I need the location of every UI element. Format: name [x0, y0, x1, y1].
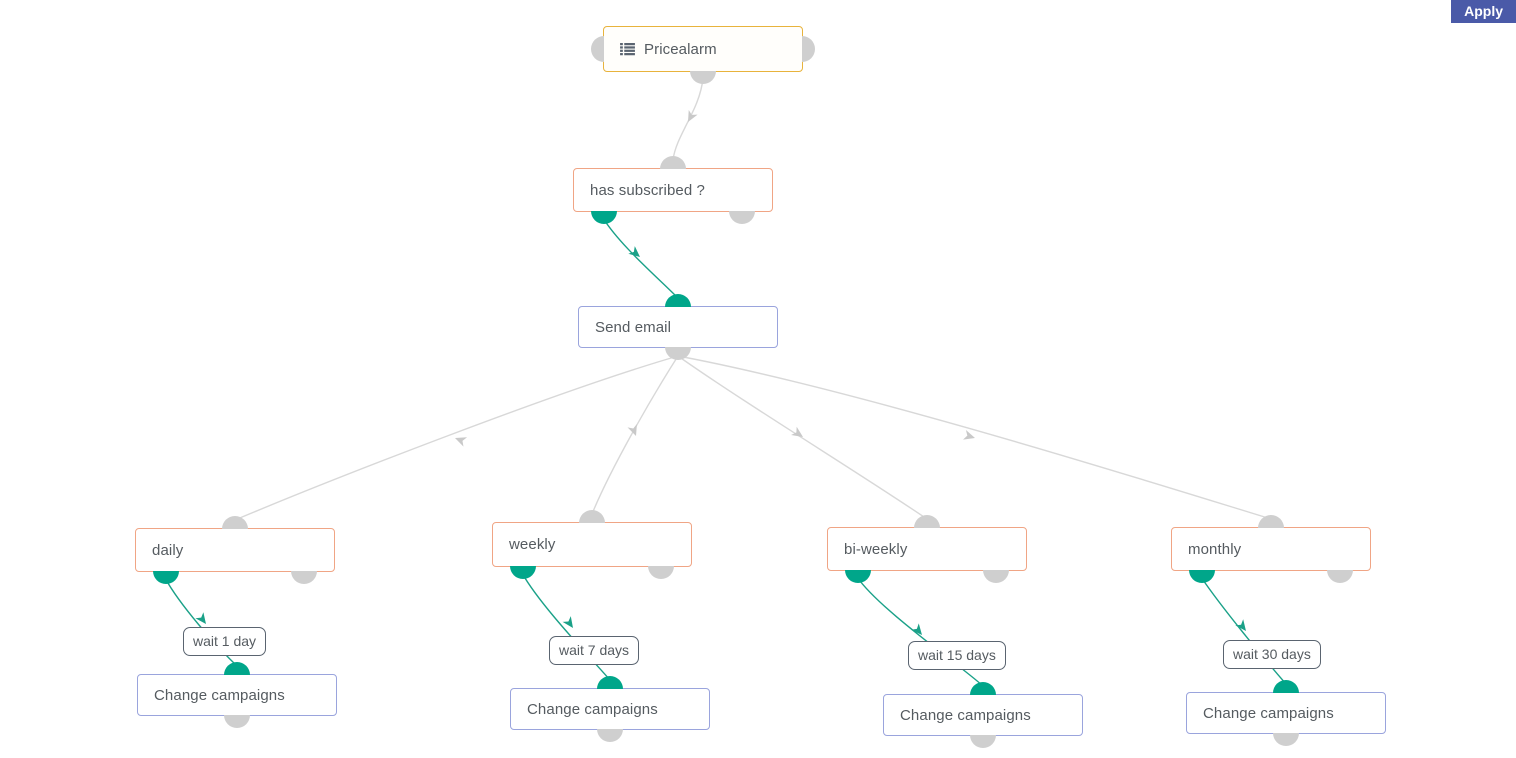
- port-out-true[interactable]: [591, 211, 617, 224]
- port-out-bottom[interactable]: [597, 729, 623, 742]
- apply-button[interactable]: Apply: [1451, 0, 1516, 23]
- port-in-top[interactable]: [665, 294, 691, 307]
- port-out-bottom[interactable]: [970, 735, 996, 748]
- port-in-top[interactable]: [224, 662, 250, 675]
- node-action-send-email[interactable]: Send email: [578, 294, 778, 360]
- port-in-top[interactable]: [222, 516, 248, 529]
- node-label: Change campaigns: [900, 706, 1031, 724]
- port-out-bottom[interactable]: [665, 347, 691, 360]
- edge: [602, 217, 679, 299]
- wait-badge-wait-30-days[interactable]: wait 30 days: [1223, 640, 1321, 669]
- port-out-bottom[interactable]: [1273, 733, 1299, 746]
- node-action-change-campaigns-3[interactable]: Change campaigns: [883, 682, 1083, 748]
- node-condition-has-subscribed[interactable]: has subscribed ?: [573, 156, 773, 224]
- port-in-top[interactable]: [970, 682, 996, 695]
- node-condition-daily[interactable]: daily: [135, 516, 335, 584]
- edge-arrowhead: [791, 426, 803, 437]
- port-in-top[interactable]: [1258, 515, 1284, 528]
- node-label: weekly: [509, 536, 556, 553]
- port-out-true[interactable]: [510, 566, 536, 579]
- edge-arrowhead: [455, 437, 468, 447]
- node-action-change-campaigns-4[interactable]: Change campaigns: [1186, 680, 1386, 746]
- port-in-top[interactable]: [660, 156, 686, 169]
- port-in-top[interactable]: [1273, 680, 1299, 693]
- node-label: Change campaigns: [1203, 704, 1334, 722]
- wait-badge-wait-1-day[interactable]: wait 1 day: [183, 627, 267, 656]
- edge: [677, 355, 928, 520]
- port-right[interactable]: [802, 36, 815, 62]
- port-out-false[interactable]: [983, 570, 1009, 583]
- edge-arrowhead: [911, 623, 922, 635]
- node-action-change-campaigns-2[interactable]: Change campaigns: [510, 676, 710, 742]
- port-out-true[interactable]: [845, 570, 871, 583]
- node-trigger-pricealarm[interactable]: Pricealarm: [591, 26, 815, 84]
- edge-arrowhead: [1235, 619, 1246, 631]
- edge: [591, 355, 679, 515]
- port-out-false[interactable]: [648, 566, 674, 579]
- edge-arrowhead: [195, 612, 206, 624]
- edge-arrowhead: [688, 109, 698, 122]
- edge-arrowhead: [627, 423, 637, 436]
- port-in-top[interactable]: [914, 515, 940, 528]
- edge: [677, 355, 1272, 520]
- port-in-top[interactable]: [579, 510, 605, 523]
- node-label: Pricealarm: [644, 40, 717, 58]
- node-label: has subscribed ?: [590, 181, 706, 199]
- edge: [234, 355, 679, 521]
- edge-arrowhead: [628, 246, 640, 257]
- port-out-false[interactable]: [729, 211, 755, 224]
- node-condition-bi-weekly[interactable]: bi-weekly: [827, 515, 1027, 583]
- port-out-false[interactable]: [291, 571, 317, 584]
- port-left[interactable]: [591, 36, 604, 62]
- list-icon: [620, 42, 635, 55]
- node-label: daily: [152, 541, 184, 559]
- port-out-true[interactable]: [1189, 570, 1215, 583]
- edge-arrowhead: [963, 430, 975, 440]
- node-label: monthly: [1188, 540, 1242, 558]
- edge: [672, 77, 704, 161]
- node-label: Change campaigns: [527, 700, 658, 718]
- port-out-bottom[interactable]: [224, 715, 250, 728]
- node-label: Change campaigns: [154, 686, 285, 704]
- wait-badge-wait-15-days[interactable]: wait 15 days: [908, 641, 1006, 670]
- port-out-bottom[interactable]: [690, 71, 716, 84]
- edge-arrowhead: [562, 616, 573, 628]
- node-condition-monthly[interactable]: monthly: [1171, 515, 1371, 583]
- node-label: bi-weekly: [844, 540, 908, 558]
- port-out-true[interactable]: [153, 571, 179, 584]
- node-action-change-campaigns-1[interactable]: Change campaigns: [137, 662, 337, 728]
- port-out-false[interactable]: [1327, 570, 1353, 583]
- wait-badge-wait-7-days[interactable]: wait 7 days: [549, 636, 640, 665]
- node-condition-weekly[interactable]: weekly: [492, 510, 692, 579]
- port-in-top[interactable]: [597, 676, 623, 689]
- node-label: Send email: [595, 318, 672, 336]
